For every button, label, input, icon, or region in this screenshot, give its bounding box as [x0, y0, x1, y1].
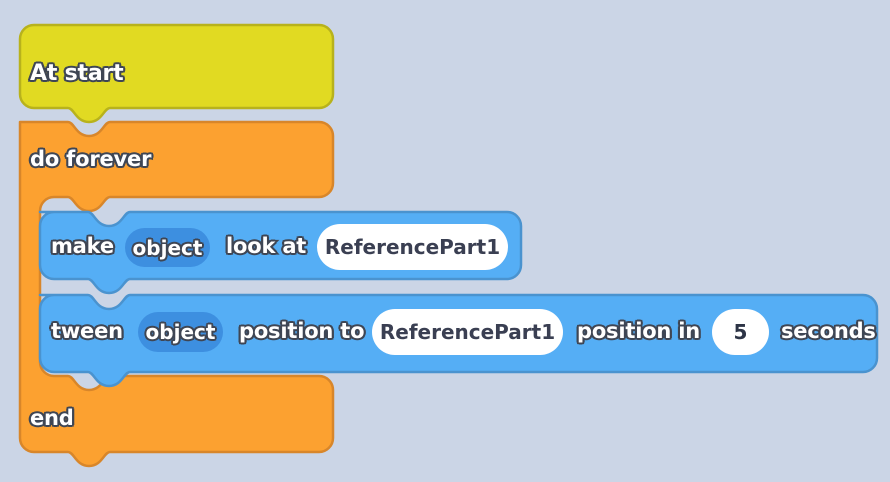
forever-loop-block-shape[interactable]	[18, 120, 335, 468]
tween-duration-number-field[interactable]: 5	[712, 309, 769, 355]
tween-target-text-field[interactable]: ReferencePart1	[372, 309, 563, 355]
hat-block-shape[interactable]	[18, 23, 335, 124]
object-dropdown-field-tween[interactable]: object	[138, 312, 223, 352]
look-at-target-text-field[interactable]: ReferencePart1	[317, 224, 508, 270]
object-dropdown-field-look-at[interactable]: object	[125, 228, 210, 267]
